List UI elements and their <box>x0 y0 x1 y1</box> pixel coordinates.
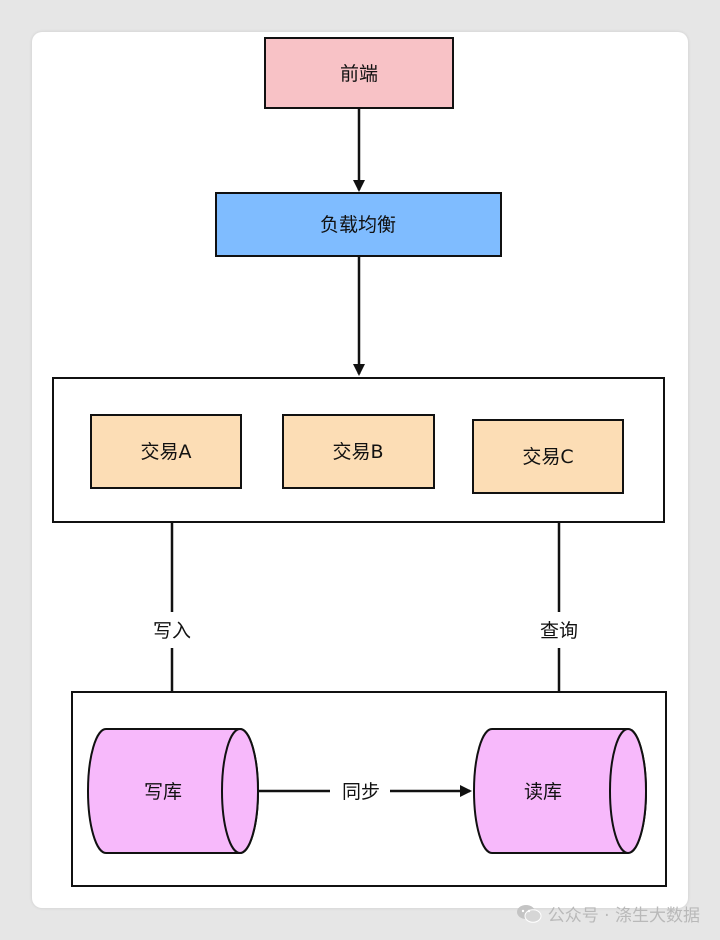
read-db-node: 读库 <box>473 728 647 854</box>
load-balancer-node: 负载均衡 <box>215 192 502 257</box>
service-a-label: 交易A <box>141 441 192 463</box>
read-db-label: 读库 <box>524 781 562 803</box>
service-c-node: 交易C <box>472 419 624 494</box>
write-db-node: 写库 <box>87 728 259 854</box>
sync-edge: 同步 <box>258 781 472 803</box>
load-balancer-label: 负载均衡 <box>320 214 396 236</box>
frontend-node: 前端 <box>264 37 454 109</box>
wechat-icon <box>516 904 542 923</box>
service-b-label: 交易B <box>332 441 383 463</box>
service-c-label: 交易C <box>522 446 573 468</box>
service-a-node: 交易A <box>90 414 242 489</box>
query-edge-label: 查询 <box>540 620 578 642</box>
write-edge-label: 写入 <box>153 620 191 642</box>
write-db-label: 写库 <box>144 781 182 803</box>
watermark-text: 公众号 · 涤生大数据 <box>547 906 700 926</box>
frontend-label: 前端 <box>340 63 378 85</box>
watermark: 公众号 · 涤生大数据 <box>516 901 700 926</box>
service-b-node: 交易B <box>282 414 435 489</box>
sync-edge-label: 同步 <box>342 781 380 803</box>
